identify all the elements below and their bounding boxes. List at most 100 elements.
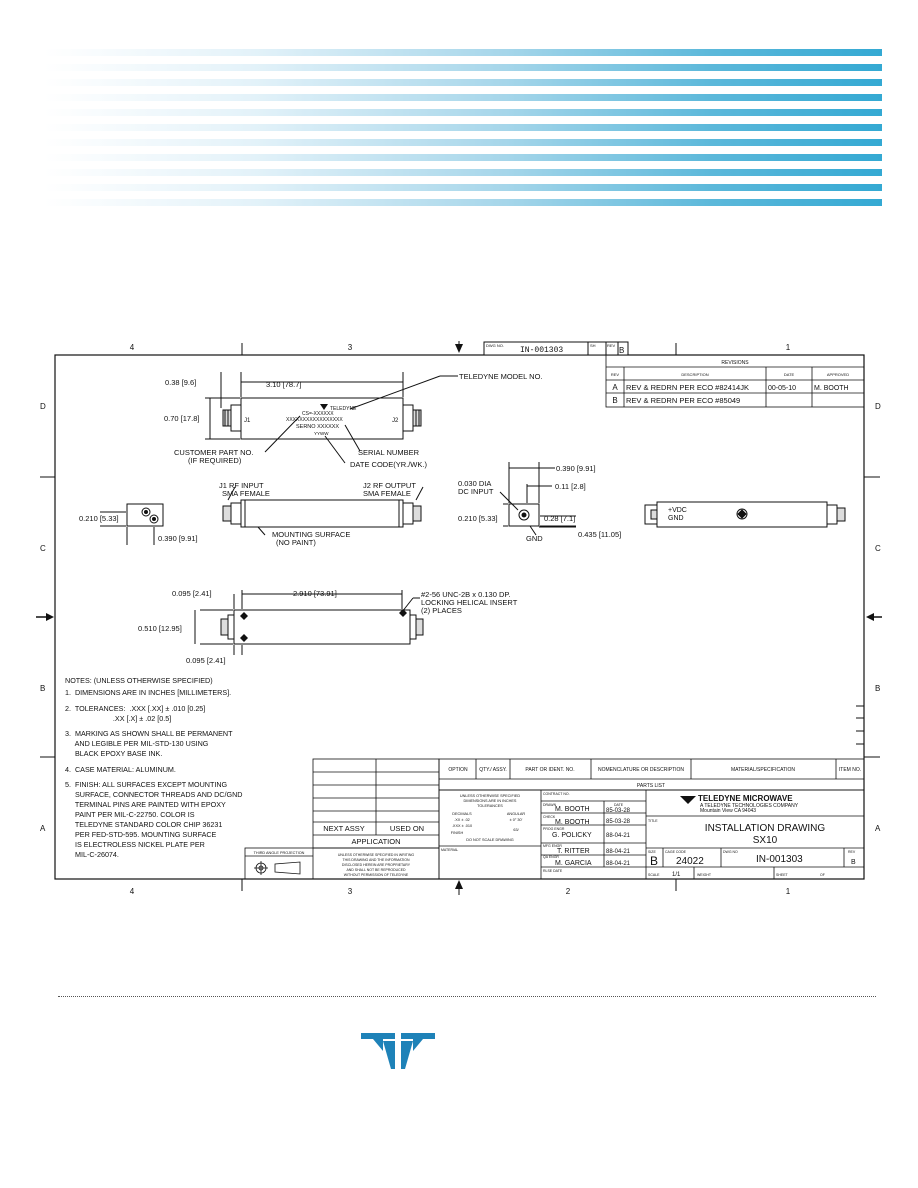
zone-label-left-b: B	[40, 684, 45, 693]
qa-label: QA ENGR	[543, 855, 559, 859]
zone-label-bottom-3: 3	[348, 887, 353, 896]
next-assy-label: NEXT ASSY	[323, 824, 365, 833]
label-j2: J2	[392, 418, 399, 424]
svg-text:63/: 63/	[513, 828, 519, 832]
dwg-label: DWG NO	[723, 850, 738, 854]
label-j1: J1	[244, 418, 251, 424]
dim-right-210: 0.210 [5.33]	[458, 514, 498, 523]
prog-name: G. POLICKY	[552, 832, 592, 839]
callout-datecode: DATE CODE(YR./WK.)	[350, 460, 427, 469]
svg-text:REV: REV	[607, 343, 616, 348]
dim-bottom-095-bottom: 0.095 [2.41]	[186, 656, 226, 665]
svg-text:± 0° 30': ± 0° 30'	[510, 818, 523, 822]
title-line-1: INSTALLATION DRAWING	[705, 823, 826, 834]
zone-label-bottom-2: 2	[566, 887, 571, 896]
rev-header-date: DATE	[784, 372, 795, 377]
top-view: 3.10 [78.7] 0.38 [9.6] 0.70 [17.8] J1 J2…	[164, 372, 543, 469]
zone-label-right-b: B	[875, 684, 880, 693]
rev-label-tb: REV	[848, 850, 856, 854]
scale-value: 1/1	[672, 872, 681, 878]
marking-line4: YYWW	[314, 431, 329, 436]
parts-header-nomenclature: NOMENCLATURE OR DESCRIPTION	[598, 767, 684, 773]
dim-bottom-510: 0.510 [12.95]	[138, 624, 182, 633]
cage-value: 24022	[676, 856, 704, 867]
mfg-name: T. RITTER	[557, 848, 590, 855]
notes-block: NOTES: (UNLESS OTHERWISE SPECIFIED) 1. D…	[65, 676, 242, 859]
dim-left-210: 0.210 [5.33]	[79, 514, 119, 523]
insert-note-3: (2) PLACES	[421, 606, 462, 615]
company-addr: Mountain View CA 94043	[700, 808, 756, 814]
contract-label: CONTRACT NO.	[543, 792, 570, 796]
drawn-date: 85-03-28	[606, 808, 631, 814]
svg-text:AND SHALL NOT BE REPRODUCED: AND SHALL NOT BE REPRODUCED	[346, 868, 406, 872]
sheet-label: SHEET	[776, 873, 789, 877]
parts-list: OPTION QTY./ ASSY. PART OR IDENT. NO. NO…	[438, 758, 865, 791]
dim-038: 0.38 [9.6]	[165, 378, 196, 387]
svg-text:TELEDYNE STANDARD COLOR CHIP 3: TELEDYNE STANDARD COLOR CHIP 36231	[65, 820, 222, 829]
svg-text:FINISH: FINISH	[451, 831, 464, 835]
svg-text:B: B	[619, 346, 624, 355]
svg-text:UNLESS OTHERWISE SPECIFIED: UNLESS OTHERWISE SPECIFIED	[460, 794, 521, 798]
rev-row-a-rev: A	[612, 383, 618, 392]
marking-line3: SERNO XXXXXX	[296, 424, 339, 430]
svg-text:TOLERANCES: TOLERANCES	[477, 804, 503, 808]
used-on-label: USED ON	[390, 824, 424, 833]
cage-label: CAGE CODE	[665, 850, 687, 854]
zone-label-top-1: 1	[786, 343, 791, 352]
svg-text:NOTES: (UNLESS OTHERWISE SPECI: NOTES: (UNLESS OTHERWISE SPECIFIED)	[65, 676, 213, 685]
back-gnd: GND	[668, 515, 684, 522]
right-end-view: 0.390 [9.91] 0.11 [2.8] 0.030 DIA DC INP…	[458, 462, 621, 543]
dim-right-028: 0.28 [7.1]	[544, 514, 575, 523]
svg-text:BLACK EPOXY BASE INK.: BLACK EPOXY BASE INK.	[65, 749, 162, 758]
drawn-name: M. BOOTH	[555, 806, 590, 813]
svg-text:.XXX ± .010: .XXX ± .010	[452, 824, 472, 828]
rev-row-a-desc: REV & REDRN PER ECO #82414JK	[626, 383, 749, 392]
right-gnd-label: GND	[526, 534, 543, 543]
dim-310: 3.10 [78.7]	[266, 380, 301, 389]
insert-note-2: LOCKING HELICAL INSERT	[421, 598, 518, 607]
teledyne-logo-icon	[680, 796, 696, 804]
mount-label-1: MOUNTING SURFACE	[272, 530, 350, 539]
zone-label-top-3: 3	[348, 343, 353, 352]
marking-logo-icon	[320, 404, 328, 410]
teledyne-logo-icon	[361, 1033, 435, 1069]
rlse-label: RLSE DATE	[543, 869, 563, 873]
svg-text:4. CASE MATERIAL: ALUMINUM.: 4. CASE MATERIAL: ALUMINUM.	[65, 765, 176, 774]
check-date: 85-03-28	[606, 819, 631, 825]
weight-label: WEIGHT	[697, 873, 712, 877]
mfg-label: MFG ENGR	[543, 844, 562, 848]
zone-label-left-d: D	[40, 402, 46, 411]
svg-text:DWG NO.: DWG NO.	[486, 343, 504, 348]
rev-value-tb: B	[851, 859, 856, 866]
back-vdc: +VDC	[668, 507, 687, 514]
svg-text:.XX [.X] ± .02 [0.5]: .XX [.X] ± .02 [0.5]	[65, 714, 171, 723]
zone-label-left-a: A	[40, 824, 46, 833]
rev-header-description: DESCRIPTION	[681, 372, 708, 377]
parts-header-option: OPTION	[448, 767, 468, 773]
svg-text:PER FED-STD-595. MOUNTING SURF: PER FED-STD-595. MOUNTING SURFACE	[65, 830, 217, 839]
dim-030-2: DC INPUT	[458, 487, 494, 496]
back-view: +VDC GND	[644, 501, 846, 528]
svg-text:PAINT PER MIL-C-22750. COLOR I: PAINT PER MIL-C-22750. COLOR IS	[65, 810, 195, 819]
marking-logo: TELEDYNE	[330, 406, 357, 412]
dim-bottom-2910: 2.910 [73.91]	[293, 589, 337, 598]
title-label: TITLE	[648, 819, 658, 823]
svg-text:1. DIMENSIONS ARE IN INCHES [: 1. DIMENSIONS ARE IN INCHES [MILLIMETERS…	[65, 688, 231, 697]
svg-text:UNLESS OTHERWISE SPECIFIED IN: UNLESS OTHERWISE SPECIFIED IN WRITING	[338, 853, 414, 857]
third-angle-label: THIRD ANGLE PROJECTION	[254, 851, 305, 855]
zone-label-left-c: C	[40, 544, 46, 553]
zone-label-right-d: D	[875, 402, 881, 411]
zone-label-bottom-1: 1	[786, 887, 791, 896]
dim-right-435: 0.435 [11.05]	[578, 530, 621, 539]
parts-list-title: PARTS LIST	[637, 783, 665, 789]
callout-custpn-1: CUSTOMER PART NO.	[174, 448, 253, 457]
svg-text:IN-001303: IN-001303	[520, 346, 563, 355]
parts-header-material: MATERIAL/SPECIFICATION	[731, 767, 795, 773]
date-label: DATE	[614, 803, 624, 807]
svg-text:ANGULAR: ANGULAR	[507, 812, 526, 816]
zone-label-right-a: A	[875, 824, 881, 833]
application-title: APPLICATION	[351, 837, 400, 846]
application-block: NEXT ASSY USED ON APPLICATION THIRD ANGL…	[244, 758, 440, 880]
prog-date: 88-04-21	[606, 833, 631, 839]
front-view: J1 RF INPUT SMA FEMALE J2 RF OUTPUT SMA …	[219, 481, 424, 547]
